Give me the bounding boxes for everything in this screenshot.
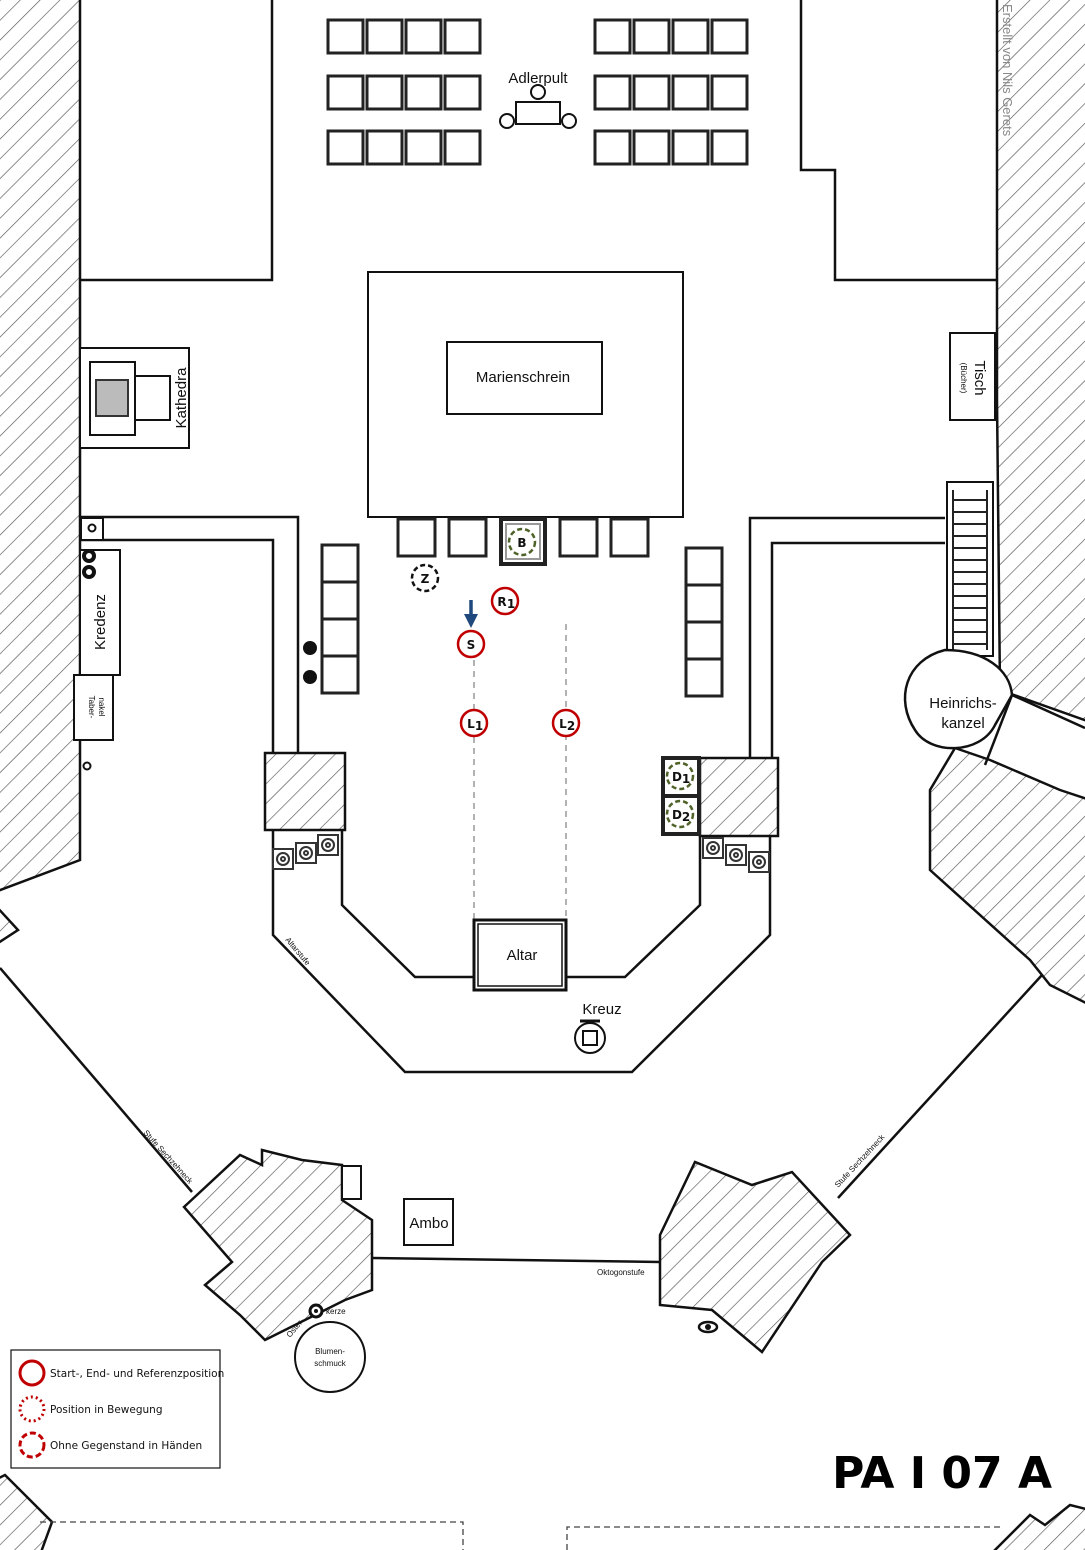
candles-left bbox=[272, 834, 339, 870]
ambo-side-box bbox=[341, 1165, 362, 1200]
legend-item-dashed: Ohne Gegenstand in Händen bbox=[18, 1431, 202, 1459]
tabernakel-label-1: Taber- bbox=[87, 696, 96, 719]
svg-text:L: L bbox=[559, 717, 567, 731]
top-left-wall bbox=[80, 0, 274, 282]
marker-b: B bbox=[507, 527, 537, 557]
marienschrein bbox=[446, 341, 603, 415]
chair-block-right bbox=[593, 18, 749, 166]
heinrichskanzel-label-1: Heinrichs- bbox=[929, 695, 997, 712]
ambo bbox=[403, 1198, 454, 1246]
sechzehneck-left bbox=[0, 967, 193, 1193]
tabernakel bbox=[73, 674, 114, 741]
kredenz-label: Kredenz bbox=[92, 594, 109, 650]
bottom-left-corner bbox=[0, 1473, 54, 1550]
right-wall bbox=[995, 0, 1085, 722]
candle-icon bbox=[87, 523, 97, 533]
svg-text:1: 1 bbox=[682, 772, 690, 786]
tisch-label: Tisch bbox=[971, 360, 988, 395]
marker-r1: R 1 bbox=[490, 586, 520, 616]
tisch-sublabel: (Bücher) bbox=[959, 363, 968, 394]
marker-l1: L 1 bbox=[459, 708, 489, 738]
svg-text:Ohne Gegenstand in Händen: Ohne Gegenstand in Händen bbox=[50, 1440, 202, 1452]
svg-text:S: S bbox=[467, 638, 476, 652]
blumenschmuck-label-2: schmuck bbox=[314, 1359, 347, 1368]
left-pillar bbox=[263, 751, 347, 832]
top-right-wall bbox=[799, 0, 997, 282]
svg-text:1: 1 bbox=[507, 597, 515, 611]
right-pillar bbox=[698, 756, 780, 838]
legend-item-dotted: Position in Bewegung bbox=[18, 1395, 162, 1423]
stairs bbox=[946, 481, 994, 657]
kathedra: Kathedra bbox=[79, 347, 190, 449]
svg-text:D: D bbox=[672, 808, 682, 822]
blumenschmuck bbox=[294, 1321, 366, 1393]
left-wall bbox=[0, 0, 82, 892]
chair-column-left bbox=[320, 543, 360, 695]
bottom-right-corner bbox=[993, 1503, 1085, 1550]
heinrichskanzel: Heinrichs- kanzel bbox=[903, 648, 1085, 766]
svg-text:Position in Bewegung: Position in Bewegung bbox=[50, 1404, 162, 1416]
adlerpult: Adlerpult bbox=[499, 70, 577, 129]
eye-icon bbox=[697, 1320, 719, 1334]
cruet-icon bbox=[82, 565, 96, 579]
svg-text:2: 2 bbox=[682, 810, 690, 824]
svg-text:Z: Z bbox=[421, 572, 430, 586]
right-lower-structure bbox=[928, 746, 1085, 1004]
svg-text:2: 2 bbox=[567, 719, 575, 733]
altar bbox=[472, 918, 568, 992]
oktogon-step bbox=[371, 1256, 661, 1264]
svg-text:1: 1 bbox=[475, 719, 483, 733]
tisch: Tisch (Bücher) bbox=[949, 332, 996, 421]
arrow-down-icon bbox=[464, 600, 478, 628]
osterkerze-label-2: kerze bbox=[326, 1307, 346, 1316]
stufe-right-label: Stufe Sechzehneck bbox=[833, 1132, 887, 1189]
adlerpult-label: Adlerpult bbox=[508, 70, 568, 87]
cross-icon bbox=[574, 1019, 606, 1054]
bell-icon bbox=[82, 761, 92, 771]
marker-l2: L 2 bbox=[551, 708, 581, 738]
credit-text: Erstellt von Nils Gerets bbox=[1000, 4, 1015, 137]
legend-item-solid: Start-, End- und Referenzposition bbox=[18, 1359, 224, 1387]
oktogonstufe-label: Oktogonstufe bbox=[597, 1268, 645, 1277]
altar-step-outer bbox=[271, 830, 772, 1074]
chair-block-left bbox=[326, 18, 482, 166]
svg-text:D: D bbox=[672, 770, 682, 784]
lower-outline-right bbox=[566, 1526, 1000, 1550]
altar-step-inner bbox=[340, 830, 702, 979]
left-edge-piece bbox=[0, 908, 20, 944]
tabernakel-label-2: nakel bbox=[97, 697, 106, 716]
cruet-icon bbox=[82, 549, 96, 563]
sechzehneck-right bbox=[837, 974, 1043, 1199]
marienschrein-label: Marienschrein bbox=[476, 369, 570, 386]
kathedra-label: Kathedra bbox=[173, 367, 190, 429]
left-rail bbox=[80, 515, 300, 753]
altar-label: Altar bbox=[507, 947, 538, 964]
right-rail bbox=[748, 516, 945, 758]
svg-text:L: L bbox=[467, 717, 475, 731]
marker-s: S bbox=[456, 629, 486, 659]
blumenschmuck-label-1: Blumen- bbox=[315, 1347, 345, 1356]
lower-outline-left bbox=[40, 1521, 464, 1550]
flower-icon bbox=[303, 670, 317, 684]
lower-right-pillar bbox=[658, 1160, 852, 1354]
flower-icon bbox=[303, 641, 317, 655]
svg-text:B: B bbox=[517, 536, 526, 550]
marker-d1: D 1 bbox=[665, 761, 695, 791]
legend: Start-, End- und Referenzposition Positi… bbox=[10, 1349, 224, 1469]
kreuz-label: Kreuz bbox=[582, 1001, 621, 1018]
svg-text:Start-, End- und Referenzposit: Start-, End- und Referenzposition bbox=[50, 1368, 224, 1380]
stufe-left-label: Stufe Sechzehneck bbox=[142, 1128, 195, 1186]
marker-d2: D 2 bbox=[665, 799, 695, 829]
ambo-label: Ambo bbox=[409, 1215, 448, 1232]
lower-left-pillar bbox=[182, 1148, 374, 1342]
chair-column-right bbox=[684, 546, 724, 698]
svg-text:R: R bbox=[497, 595, 506, 609]
plan-title: PA I 07 A bbox=[832, 1448, 1052, 1499]
candles-right bbox=[702, 837, 770, 873]
marker-z: Z bbox=[410, 563, 440, 593]
heinrichskanzel-label-2: kanzel bbox=[941, 715, 984, 732]
